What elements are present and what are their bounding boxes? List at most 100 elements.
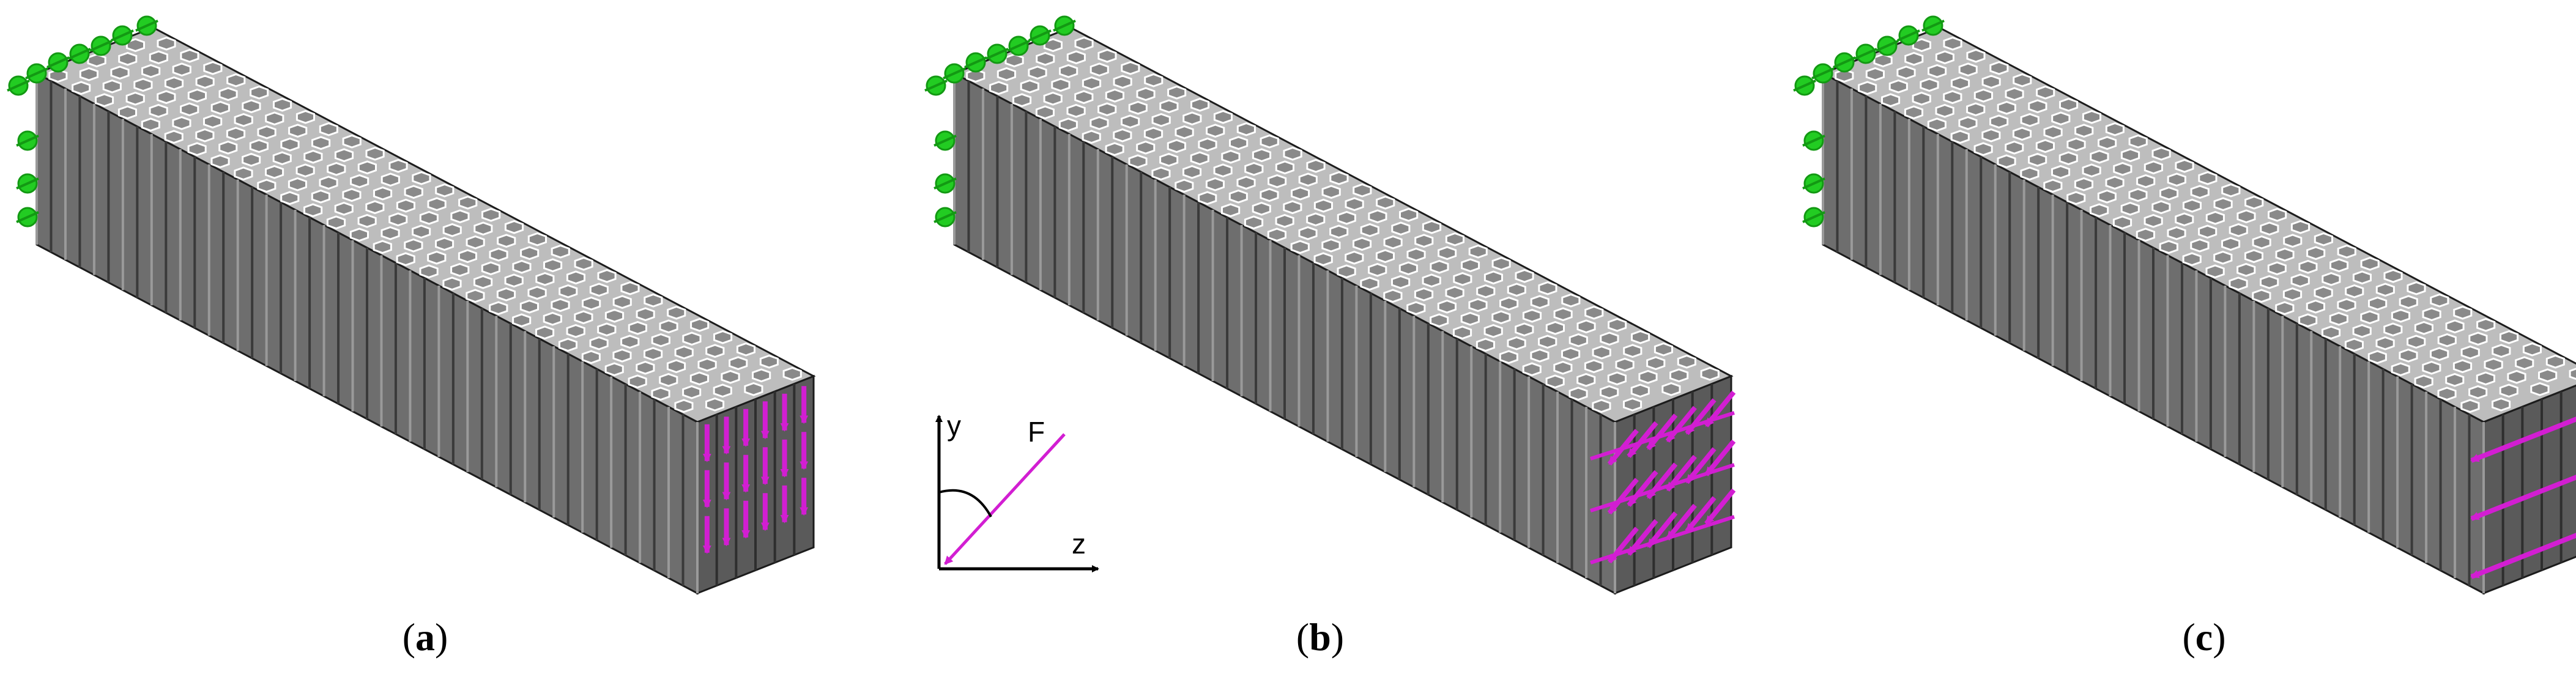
support-tick — [985, 48, 1009, 60]
hex-cell — [2290, 220, 2311, 234]
hex-cell — [102, 79, 122, 94]
hex-cell — [195, 75, 215, 89]
hex-cell — [2267, 261, 2287, 276]
fixed-supports — [7, 15, 158, 228]
hex-cell — [2144, 160, 2163, 175]
hex-cell — [2035, 139, 2055, 154]
hex-cell — [203, 61, 223, 75]
hex-cell — [265, 165, 284, 179]
hex-cell — [512, 259, 532, 274]
hex-cell — [2515, 356, 2534, 371]
hex-cell — [1321, 185, 1341, 199]
y-axis-label: y — [947, 410, 961, 442]
hex-cell — [481, 207, 501, 222]
hex-cell — [380, 172, 400, 187]
hex-cell — [1306, 158, 1326, 173]
hex-cell — [551, 298, 570, 313]
hex-cell — [1904, 51, 1924, 66]
hex-cell — [597, 322, 617, 337]
hex-cell — [87, 53, 106, 68]
hex-cell — [164, 130, 184, 144]
hex-cell — [458, 195, 478, 210]
hex-cell — [1445, 286, 1464, 300]
hex-cell — [1236, 176, 1256, 190]
hex-cell — [1553, 360, 1573, 375]
hex-cell — [504, 220, 524, 234]
hex-cell — [2198, 224, 2218, 239]
hex-cell — [141, 64, 161, 78]
hex-cell — [157, 36, 176, 51]
support-tick — [924, 80, 948, 92]
hex-cell — [242, 152, 261, 167]
hex-cell — [180, 48, 199, 63]
hex-cell — [2213, 197, 2233, 212]
hex-cell — [1313, 252, 1333, 267]
hex-cell — [1043, 91, 1063, 106]
hex-cell — [164, 76, 184, 91]
hex-cell — [2344, 338, 2364, 352]
hex-cell — [2453, 305, 2473, 320]
hex-cell — [543, 311, 562, 326]
hex-cell — [412, 224, 431, 239]
hex-cell — [396, 252, 415, 267]
hex-cell — [504, 273, 524, 288]
oblique-load-arrow — [1627, 470, 1658, 507]
hex-cell — [1213, 109, 1233, 124]
hex-cell — [1159, 99, 1179, 114]
hex-cell — [481, 261, 500, 276]
hex-cell — [218, 87, 238, 102]
hex-cell — [1128, 154, 1148, 169]
hex-cell — [1283, 146, 1302, 161]
hex-cell — [1700, 366, 1720, 381]
hex-cell — [226, 127, 246, 141]
hex-cell — [342, 188, 362, 202]
hex-cell — [2422, 307, 2441, 322]
hex-cell — [1928, 64, 1947, 78]
hex-cell — [458, 249, 477, 264]
hex-cell — [2213, 250, 2233, 265]
hex-cell — [373, 186, 393, 201]
hex-cell — [2391, 362, 2410, 377]
hex-cell — [1437, 299, 1457, 314]
hex-cell — [218, 140, 238, 155]
hex-cell — [1268, 174, 1287, 188]
applied-loads — [1590, 390, 1736, 565]
hex-cell — [1151, 166, 1171, 181]
hex-cell — [1275, 160, 1294, 175]
hex-cell — [1221, 203, 1241, 218]
hex-cell — [644, 293, 663, 308]
hex-cell — [1615, 357, 1635, 372]
hex-cell — [1082, 76, 1102, 91]
hex-cell — [989, 81, 1009, 95]
hex-cell — [272, 151, 292, 166]
hex-cell — [2098, 136, 2117, 150]
hex-cell — [2383, 322, 2403, 337]
hex-cell — [1638, 369, 1658, 384]
hex-cell — [1943, 36, 1962, 51]
hex-cell — [2298, 313, 2318, 328]
hex-cell — [2430, 347, 2449, 361]
hex-cell — [1089, 62, 1109, 77]
hex-cell — [2283, 234, 2303, 248]
hex-cell — [2221, 183, 2241, 198]
hex-cell — [1283, 200, 1302, 215]
hex-cell — [1368, 209, 1387, 224]
hex-cell — [1089, 116, 1109, 130]
hex-cell — [1275, 213, 1294, 228]
hex-cell — [597, 268, 617, 283]
hex-cell — [1012, 93, 1032, 108]
hex-cell — [1066, 50, 1086, 65]
hex-cell — [326, 215, 346, 230]
hex-cell — [1545, 374, 1565, 389]
hex-cell — [187, 88, 207, 103]
hex-cell — [2182, 252, 2202, 267]
hex-cell — [1515, 322, 1534, 337]
hex-cell — [666, 359, 686, 374]
hex-cell — [519, 299, 539, 314]
hex-cell — [1858, 81, 1877, 95]
oblique-load-arrow — [1646, 413, 1678, 451]
hex-cell — [1329, 171, 1349, 185]
hex-cell — [1920, 78, 1939, 92]
support-tick — [943, 67, 966, 80]
